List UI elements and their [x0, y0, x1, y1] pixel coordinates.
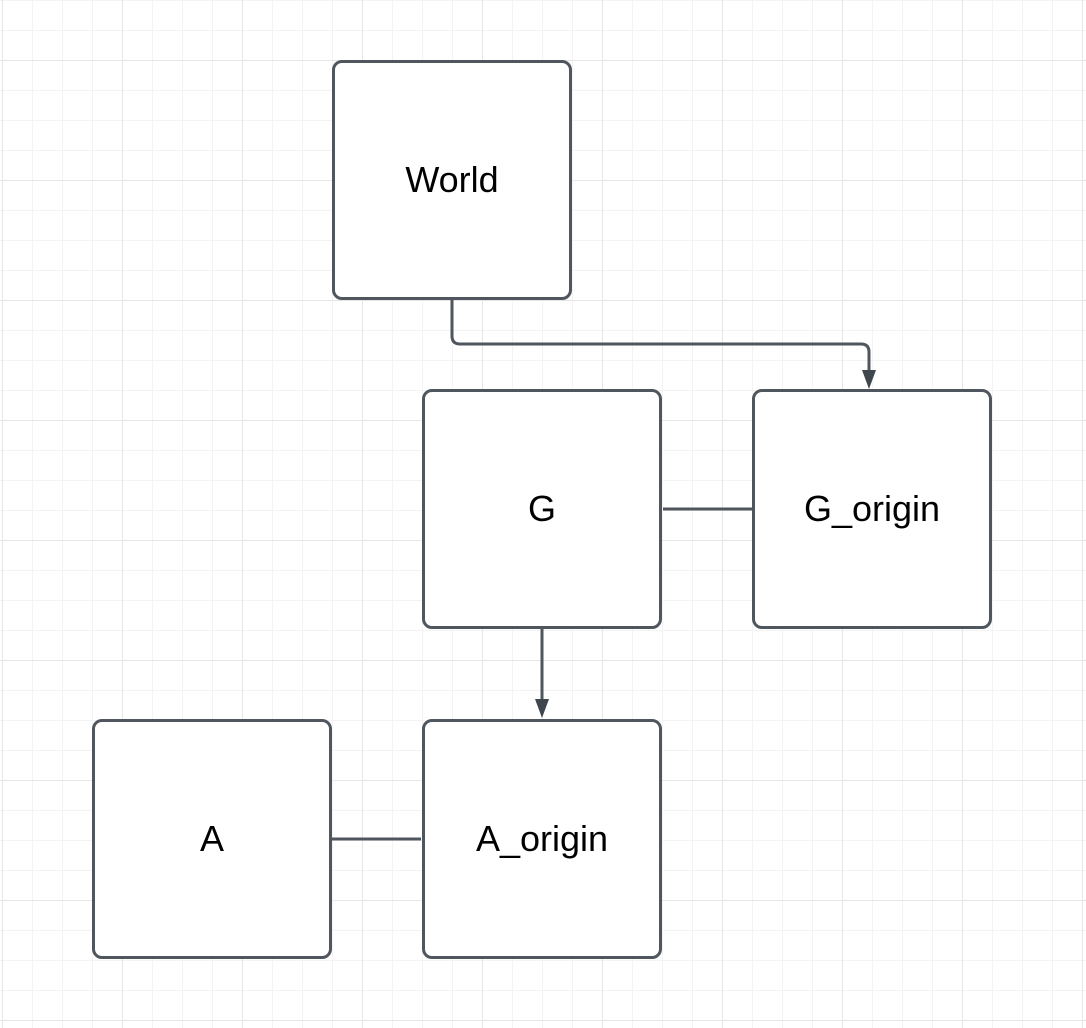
node-world-label: World: [405, 159, 499, 201]
arrowhead-icon: [535, 699, 549, 718]
node-world[interactable]: World: [332, 60, 572, 300]
node-g-origin-label: G_origin: [803, 488, 941, 530]
node-a-origin[interactable]: A_origin: [422, 719, 662, 959]
node-a-label: A: [199, 818, 224, 860]
node-g-label: G: [527, 488, 556, 530]
node-g-origin[interactable]: G_origin: [752, 389, 992, 629]
edge-world-to-g_origin[interactable]: [450, 299, 871, 370]
node-a[interactable]: A: [92, 719, 332, 959]
node-g[interactable]: G: [422, 389, 662, 629]
node-a-origin-label: A_origin: [475, 818, 609, 860]
arrowhead-icon: [862, 370, 876, 389]
